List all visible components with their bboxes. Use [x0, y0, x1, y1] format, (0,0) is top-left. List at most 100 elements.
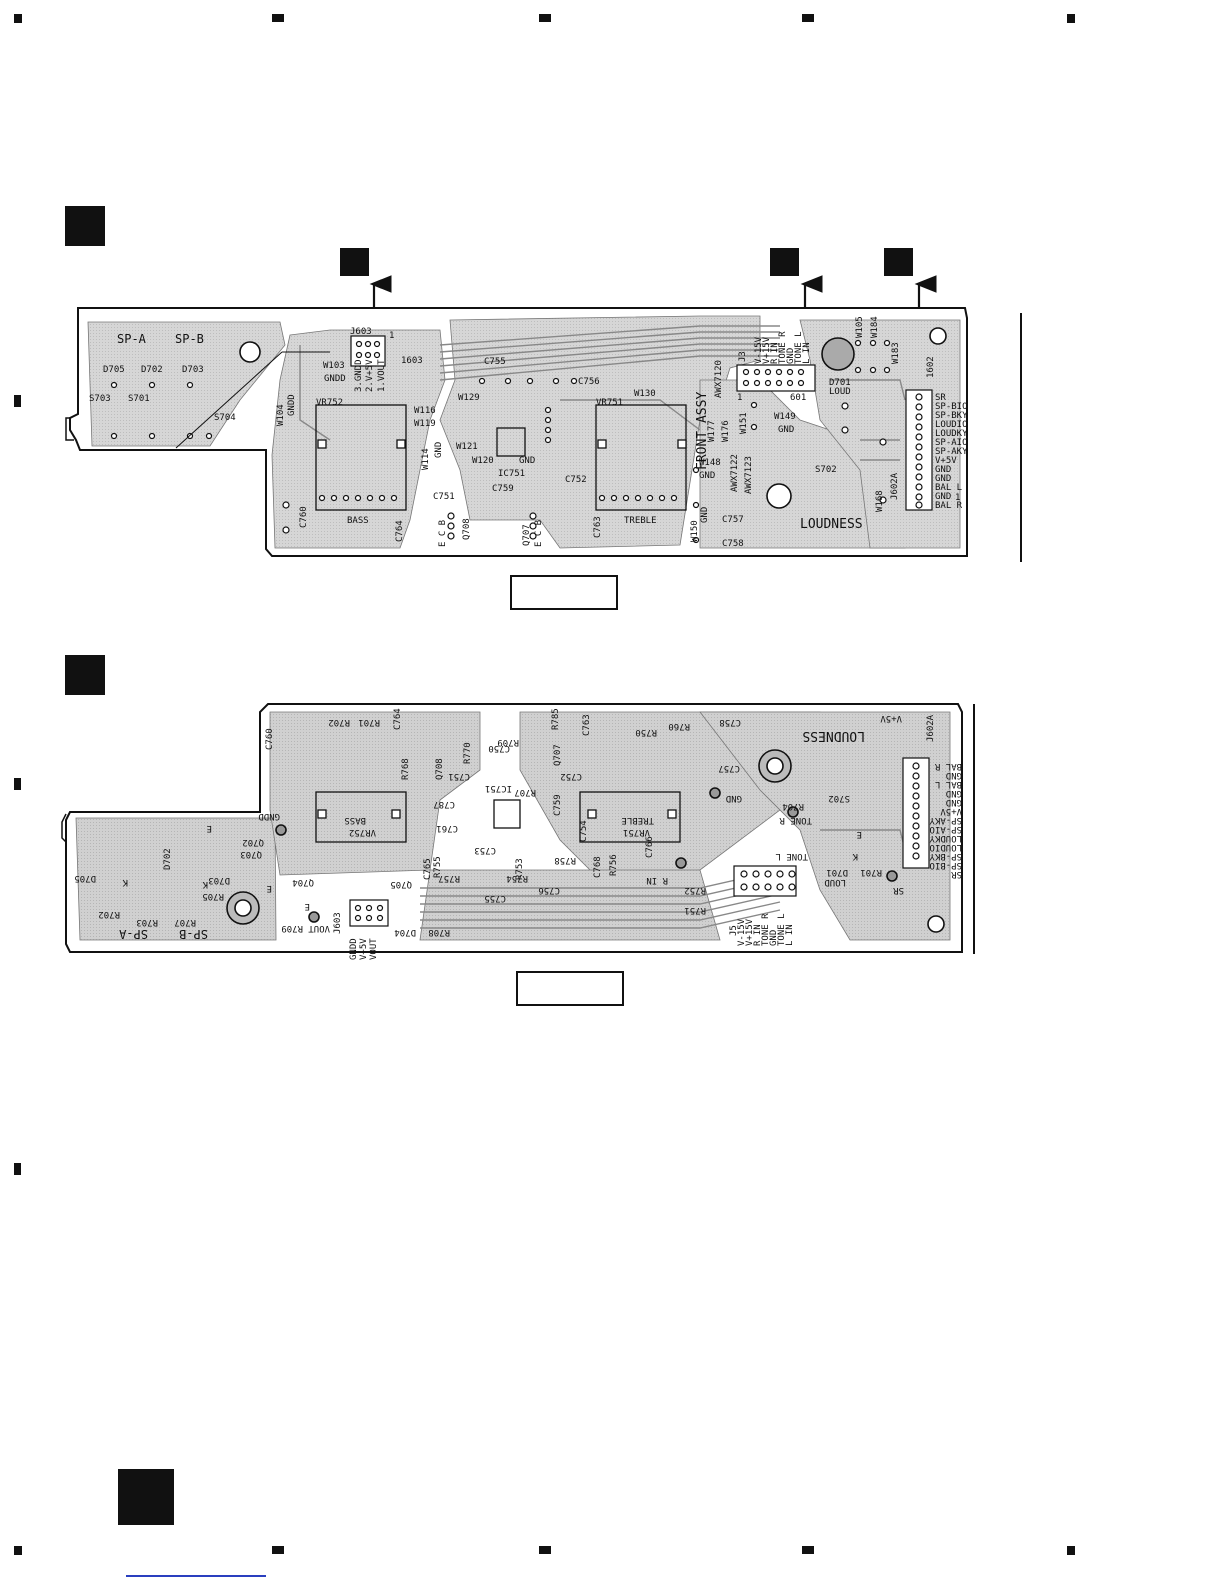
pcb-label-gnd: GND [434, 442, 444, 458]
pcb-label-r708: R708 [428, 927, 450, 937]
registration-mark [14, 14, 22, 23]
pcb-label-r750: R750 [635, 727, 657, 737]
pcb-label-j603-pin1: 1 [389, 331, 394, 341]
pcb-label-d702: D702 [141, 365, 163, 375]
pcb-label-r757: R757 [438, 873, 460, 883]
pcb-label-w183: W183 [891, 342, 901, 364]
footer-link-underline[interactable] [126, 1575, 266, 1577]
pcb-label-j602-code: 1602 [926, 356, 936, 378]
pcb-label-10: SP-BKY [929, 851, 962, 861]
registration-mark [802, 1546, 814, 1554]
pcb-label-2: BAL L [935, 779, 962, 789]
pcb-label-loud: LOUD [829, 387, 851, 397]
pcb-label-d701: D701 [829, 378, 851, 388]
pcb-label-e4: E [857, 829, 862, 839]
pcb-label-ecb1: E C B [438, 520, 448, 547]
pcb-label-r768: R768 [401, 758, 411, 780]
vr752-footprint [315, 404, 407, 511]
pcb-label-sr: SR [893, 885, 904, 895]
pcb-label-c787: C787 [433, 799, 455, 809]
j3-connector [736, 364, 816, 392]
pcb-label-c750: C750 [488, 743, 510, 753]
pcb-label-r756: R756 [609, 854, 619, 876]
pcb-label-vout: VOUT [308, 923, 330, 933]
pcb-label-5: V+5V [940, 806, 962, 816]
pcb-label-r755: R755 [433, 856, 443, 878]
pcb-label-w177: W177 [707, 420, 717, 442]
pcb-label-2: R IN [770, 342, 780, 364]
pcb-label-c752: C752 [565, 475, 587, 485]
pcb-label-6: SP-AKY [929, 815, 962, 825]
pcb-label-c756: C756 [578, 377, 600, 387]
pcb-label-j3-pin1: 1 [737, 393, 742, 403]
pcb-label-c765: C765 [423, 858, 433, 880]
pcb-label-j5: J5 [729, 925, 739, 936]
pcb-label-d702: D702 [163, 848, 173, 870]
label-sp-b: SP-B [175, 332, 204, 346]
pcb-label-8: LOUDKY [929, 833, 962, 843]
pcb-label-e2: E [267, 883, 272, 893]
pcb-label-11: GND [935, 492, 951, 502]
pcb-label-3: LOUDIO [935, 420, 968, 430]
pcb-label-bass: BASS [347, 516, 369, 526]
pcb-label-w176: W176 [721, 420, 731, 442]
pcb-label-w114: W114 [421, 448, 431, 470]
pcb-label-v5v: V+5V [880, 713, 902, 723]
pcb-label-c754: C754 [579, 820, 589, 842]
pcb-label-r702b: R702 [98, 909, 120, 919]
connector-ref-badge [340, 248, 369, 276]
pcb-label-r702: R702 [328, 717, 350, 727]
top-board-caption-box [510, 575, 618, 610]
pcb-label-3: TONE R [761, 913, 771, 946]
pcb-label-gndd: GNDD [324, 374, 346, 384]
registration-mark [14, 1546, 22, 1555]
pcb-label-r751: R751 [684, 905, 706, 915]
pcb-label-6: SP-AKY [935, 447, 968, 457]
pcb-label-1: 2.V+5V [365, 359, 375, 392]
pcb-label-0: SR [935, 393, 946, 403]
pcb-label-e1: E [207, 823, 212, 833]
pcb-label-gnd4: GND [700, 507, 710, 523]
mounting-holes-bottom [226, 749, 945, 933]
pcb-label-gnd3: GND [699, 471, 715, 481]
pcb-label-r754: R754 [506, 873, 528, 883]
pcb-label-sp-a: SP-A [118, 927, 148, 941]
pcb-label-d704: D704 [394, 927, 416, 937]
pcb-label-w151: W151 [739, 412, 749, 434]
pcb-label-5: TONE L [794, 331, 804, 364]
pcb-label-w105: W105 [855, 316, 865, 338]
pcb-label-r760: R760 [668, 721, 690, 731]
label-sp-a: SP-A [117, 332, 147, 346]
j5-connector [733, 865, 797, 897]
pcb-label-j603: J603 [333, 912, 343, 934]
pcb-label-vr751: VR751 [623, 827, 650, 837]
pcb-label-q703: Q703 [240, 849, 262, 859]
section-badge-top [65, 206, 105, 246]
pcb-label-j3-code: 601 [790, 393, 806, 403]
pcb-label-c751: C751 [433, 492, 455, 502]
pcb-label-e3: E [305, 901, 310, 911]
registration-mark [539, 1546, 551, 1554]
pcb-label-4: LOUDKY [935, 429, 968, 439]
pcb-label-tone-r: TONE R [779, 815, 812, 825]
pcb-label-w149: W149 [774, 412, 796, 422]
pcb-label-2: 1.VOUT [377, 359, 387, 392]
pcb-label-1: V+15V [762, 336, 772, 364]
pcb-label-d701: D701 [826, 867, 848, 877]
pcb-label-sp-b: SP-B [179, 927, 208, 941]
pcb-label-6: L IN [785, 924, 795, 946]
top-board-labels: SP-A SP-B D705 D702 D703 S703 S701 S704 … [89, 316, 968, 549]
pcb-label-gnd2: GND [519, 456, 535, 466]
vr751-footprint [595, 404, 687, 511]
pcb-label-c763: C763 [593, 516, 603, 538]
traces [299, 325, 906, 461]
pcb-label-q707: Q707 [553, 744, 563, 766]
pcb-label-0: 3.GNDD [354, 359, 364, 392]
pcb-label-9: LOUDIO [929, 842, 962, 852]
pcb-label-awx7123: AWX7123 [744, 456, 754, 494]
pcb-label-r753: R753 [515, 858, 525, 880]
pcb-label-c766: C766 [645, 836, 655, 858]
pcb-label-c753: C753 [474, 845, 496, 855]
pcb-label-9: GND [935, 474, 951, 484]
registration-mark [272, 14, 284, 22]
